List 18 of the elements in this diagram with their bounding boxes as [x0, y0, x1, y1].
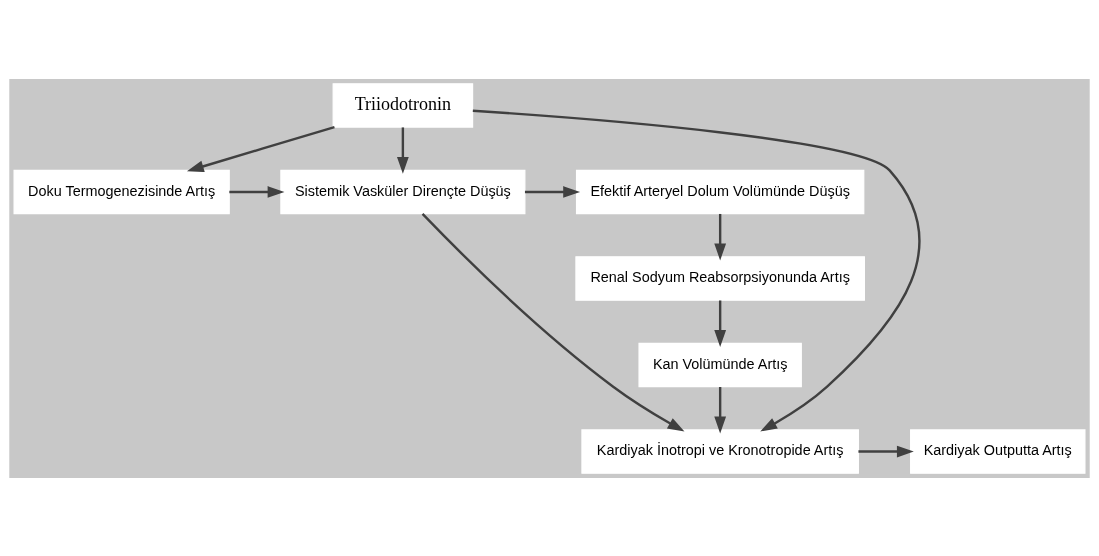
node-box: Doku Termogenezisinde Artış — [13, 169, 230, 214]
arrow — [229, 185, 285, 198]
arrow — [714, 386, 727, 433]
node-box: Kardiyak Outputta Artış — [910, 428, 1086, 474]
arrow — [858, 445, 914, 457]
node-box: Kardiyak İnotropi ve Kronotropide Artış — [581, 428, 859, 474]
node-box: Triiodotronin — [332, 82, 474, 128]
node-box: Kan Volümünde Artış — [638, 342, 802, 387]
arrow — [714, 300, 727, 347]
node-box: Efektif Arteryel Dolum Volümünde Düşüş — [575, 169, 865, 214]
node-box: Renal Sodyum Reabsorpsiyonunda Artış — [575, 255, 865, 301]
arrow — [396, 126, 409, 174]
node-box: Sistemik Vasküler Dirençte Düşüş — [280, 169, 526, 214]
arrow — [472, 109, 921, 431]
arrow — [714, 213, 727, 260]
arrow — [524, 185, 581, 198]
arrow — [186, 125, 335, 172]
arrow — [421, 212, 685, 432]
